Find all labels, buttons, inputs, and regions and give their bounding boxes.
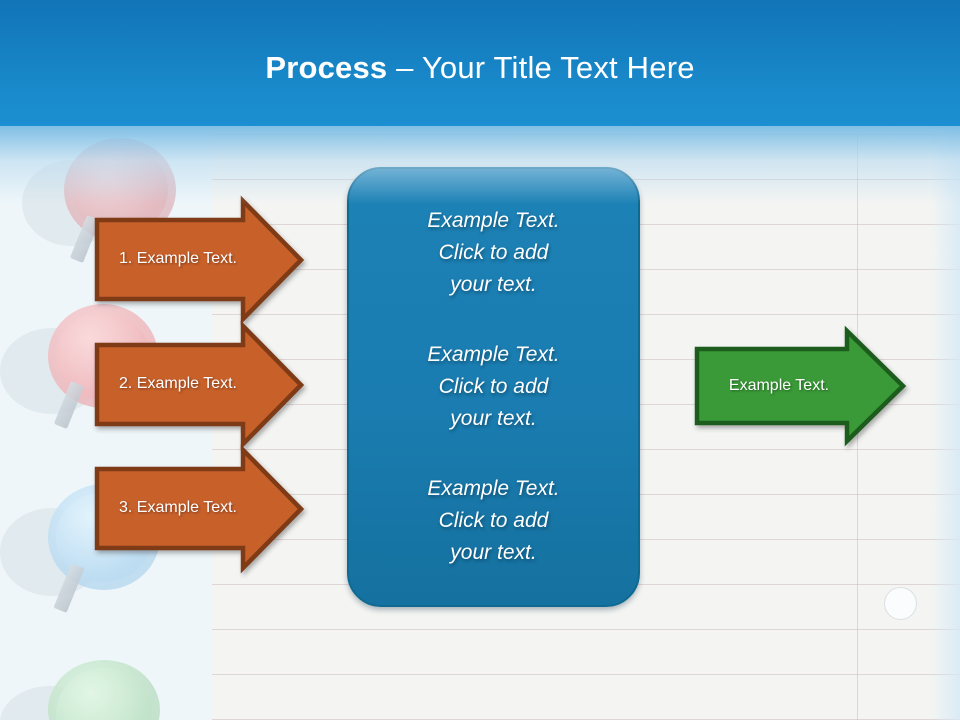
center-panel-block-3: Example Text. Click to add your text. [427, 477, 560, 564]
center-panel-block-2: Example Text. Click to add your text. [427, 343, 560, 430]
outcome-arrow-shape [694, 325, 907, 447]
step-arrow-1[interactable]: 1. Example Text. [94, 195, 305, 325]
outcome-arrow-label: Example Text. [728, 377, 830, 394]
step-arrow-1-label: 1. Example Text. [119, 250, 237, 267]
step-arrow-3-shape [94, 444, 305, 574]
center-panel[interactable]: Example Text. Click to add your text. Ex… [347, 167, 640, 607]
center-panel-content: Example Text. Click to add your text. Ex… [349, 169, 638, 605]
step-arrow-2[interactable]: 2. Example Text. [94, 320, 305, 450]
paper-circle-decoration [884, 587, 917, 620]
step-arrow-2-label: 2. Example Text. [119, 375, 237, 392]
step-arrow-1-shape [94, 195, 305, 325]
page-title: Process – Your Title Text Here [0, 48, 960, 88]
pushpin-green [0, 650, 170, 720]
outcome-arrow[interactable]: Example Text. [694, 325, 907, 447]
page-title-bold: Process [265, 50, 388, 85]
step-arrow-2-shape [94, 320, 305, 450]
center-panel-block-1: Example Text. Click to add your text. [427, 209, 560, 296]
step-arrow-3-label: 3. Example Text. [119, 499, 237, 516]
slide-header-band [0, 0, 960, 126]
page-title-rest: – Your Title Text Here [387, 50, 695, 85]
step-arrow-3[interactable]: 3. Example Text. [94, 444, 305, 574]
